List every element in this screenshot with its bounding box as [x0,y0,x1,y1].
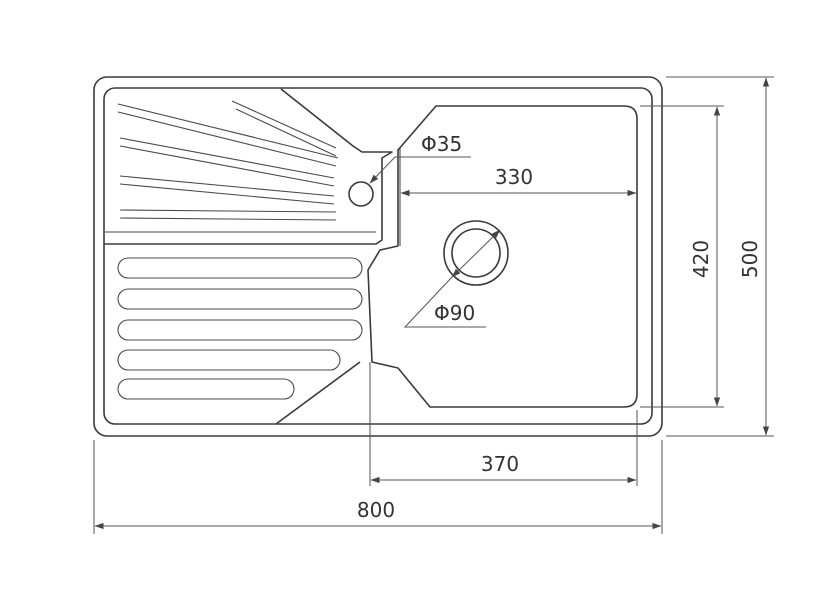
drainboard-top-divider [104,88,393,245]
dim-label-bowl-width-outer: 370 [481,452,519,476]
dim-label-drain-diameter: Φ90 [434,301,475,325]
dim-label-bowl-height: 420 [689,240,713,278]
drainboard-radial-grooves [117,100,339,221]
drainboard-bottom-divider [275,361,361,425]
sink-outer-rim [93,76,663,437]
extension-lines [93,76,774,534]
leader-tap-hole [369,156,471,184]
leader-drain-callout [403,276,486,328]
sink-inner-rim [103,87,653,425]
sink-bowl [367,105,638,408]
tap-hole [348,181,374,207]
drainboard-ribs [117,257,363,400]
dim-label-overall-height: 500 [738,240,762,278]
drain-outer-circle [443,220,509,286]
dim-label-overall-width: 800 [357,498,395,522]
leader-drain-diameter [451,229,501,278]
dim-label-bowl-width-inner: 330 [495,165,533,189]
dim-label-tap-hole-diameter: Φ35 [421,132,462,156]
